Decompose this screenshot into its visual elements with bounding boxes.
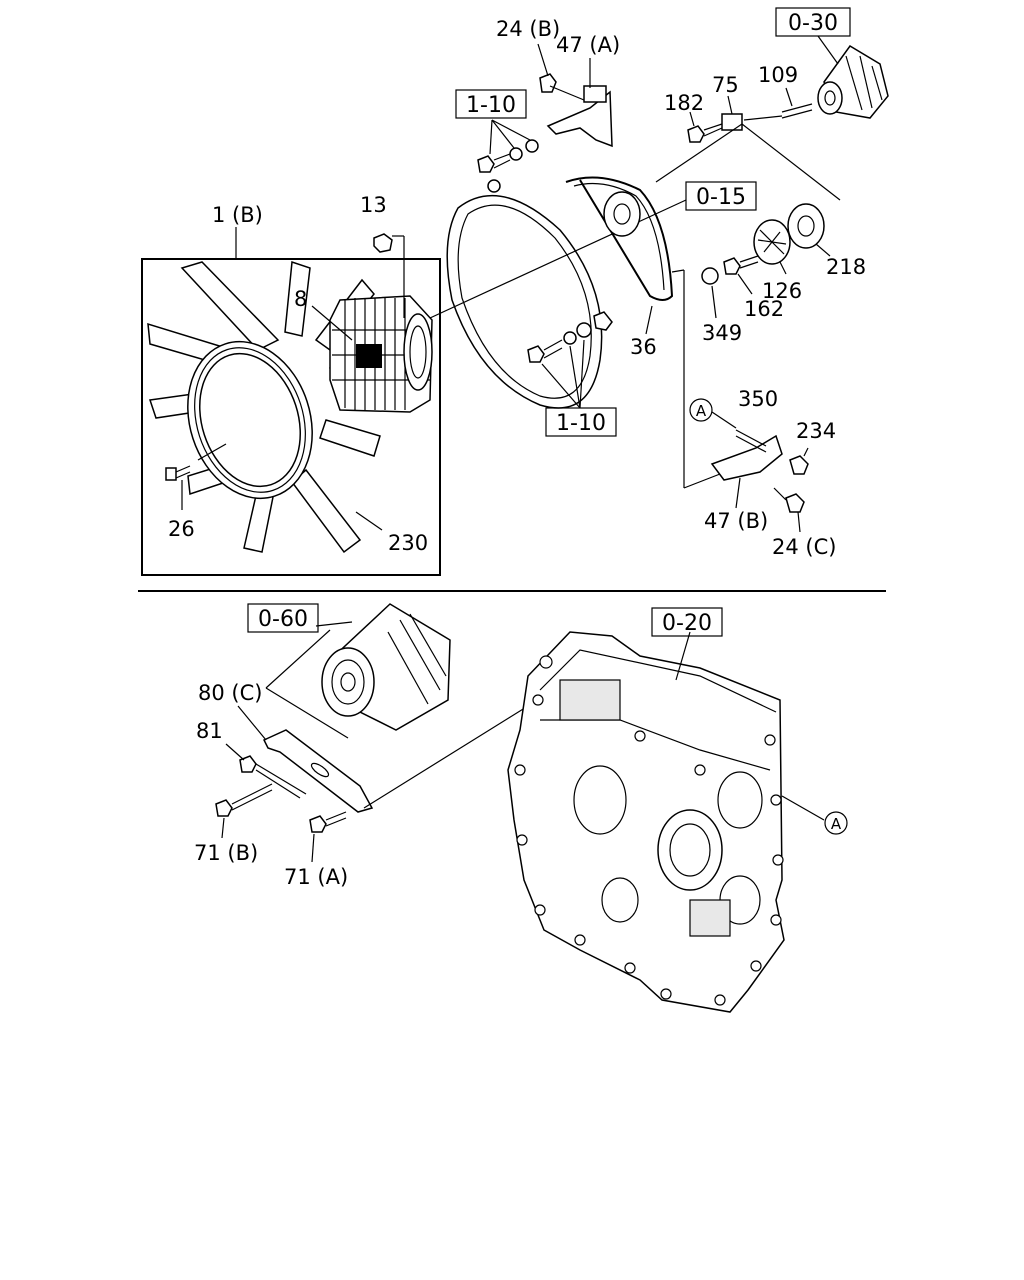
bolts-1-10-mid <box>527 311 613 409</box>
bolt-71a-icon <box>309 811 347 863</box>
bolt-81-icon <box>225 743 307 799</box>
label-47b: 47 (B) <box>704 509 768 533</box>
fan-shroud <box>446 179 609 409</box>
ref-box-1-10-top[interactable]: 1-10 <box>455 89 527 119</box>
label-162: 162 <box>744 297 784 321</box>
ref-1-10-mid-label: 1-10 <box>556 411 606 436</box>
svg-text:A: A <box>831 815 842 833</box>
label-234: 234 <box>796 419 836 443</box>
ref-box-0-15[interactable]: 0-15 <box>685 181 757 211</box>
svg-text:A: A <box>696 402 707 420</box>
bolts-1-10-top <box>477 119 539 173</box>
label-36: 36 <box>630 335 657 359</box>
label-71b: 71 (B) <box>194 841 258 865</box>
drive-belt <box>565 176 674 335</box>
label-182: 182 <box>664 91 704 115</box>
label-24b: 24 (B) <box>496 17 560 41</box>
ref-1-10-top-label: 1-10 <box>466 93 516 118</box>
bracket-47a <box>537 43 613 148</box>
bracket-47b <box>710 429 809 533</box>
label-230: 230 <box>388 531 428 555</box>
callout-a-bottom: A <box>824 811 848 835</box>
label-80c: 80 (C) <box>198 681 262 705</box>
label-71a: 71 (A) <box>284 865 348 889</box>
bolt-26-icon <box>165 465 191 510</box>
label-81: 81 <box>196 719 223 743</box>
label-8: 8 <box>294 287 307 311</box>
label-109: 109 <box>758 63 798 87</box>
label-47a: 47 (A) <box>556 33 620 57</box>
fan-ring <box>187 340 313 500</box>
ref-box-1-10-mid[interactable]: 1-10 <box>545 407 617 437</box>
water-pump <box>817 35 889 119</box>
label-26: 26 <box>168 517 195 541</box>
ref-box-0-30[interactable]: 0-30 <box>775 7 851 37</box>
ref-box-0-60[interactable]: 0-60 <box>247 603 319 633</box>
ref-box-0-20[interactable]: 0-20 <box>651 607 723 637</box>
adjusting-plate-80c <box>237 629 374 813</box>
ref-0-60-label: 0-60 <box>258 607 308 632</box>
bolt-71b-icon <box>215 783 273 839</box>
timing-gear-case <box>507 631 825 1013</box>
label-126: 126 <box>762 279 802 303</box>
label-218: 218 <box>826 255 866 279</box>
label-13: 13 <box>360 193 387 217</box>
label-75: 75 <box>712 73 739 97</box>
idler-pulley-group <box>701 203 831 319</box>
callout-a-top: A <box>689 398 737 429</box>
label-350: 350 <box>738 387 778 411</box>
alternator <box>315 603 451 731</box>
label-24c: 24 (C) <box>772 535 836 559</box>
bolt-75-182-group <box>655 95 841 201</box>
fan-assembly-frame <box>141 258 441 576</box>
stud-109-icon <box>781 87 813 119</box>
fan-clutch <box>311 295 433 413</box>
label-1b: 1 (B) <box>212 203 263 227</box>
nut-13-icon <box>373 233 405 318</box>
label-349: 349 <box>702 321 742 345</box>
ref-0-30-label: 0-30 <box>788 11 838 36</box>
ref-0-15-label: 0-15 <box>696 185 746 210</box>
ref-0-20-label: 0-20 <box>662 611 712 636</box>
